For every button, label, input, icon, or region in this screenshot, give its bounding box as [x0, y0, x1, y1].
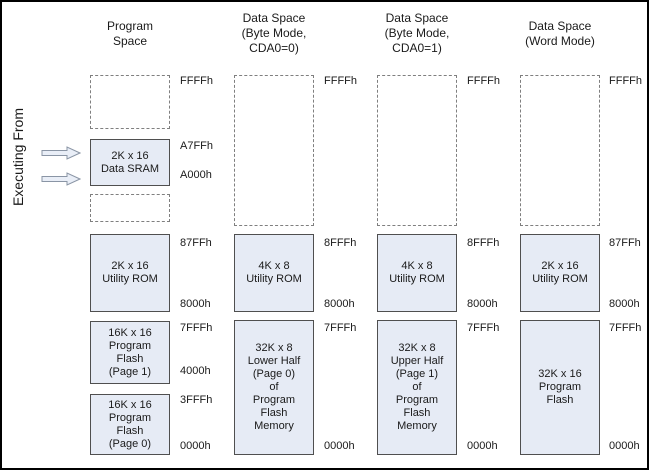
- address-label: FFFFh: [467, 75, 500, 87]
- address-label: 4000h: [180, 365, 211, 377]
- region-utility-rom-program-space: 2K x 16 Utility ROM: [90, 234, 170, 312]
- address-label: 8000h: [467, 298, 498, 310]
- region-utility-rom-word: 2K x 16 Utility ROM: [520, 234, 600, 312]
- address-label: 8FFFh: [467, 237, 500, 249]
- address-label: 8FFFh: [324, 237, 357, 249]
- address-label: 3FFFh: [180, 394, 213, 406]
- region-program-flash-page1: 16K x 16 Program Flash (Page 1): [90, 321, 170, 384]
- column-header-data-space-byte-cda0-0: Data Space (Byte Mode, CDA0=0): [241, 11, 307, 55]
- address-label: 87FFh: [609, 237, 641, 249]
- region-program-flash-word: 32K x 16 Program Flash: [520, 320, 600, 455]
- region-utility-rom-byte0: 4K x 8 Utility ROM: [234, 234, 314, 312]
- address-label: 8000h: [324, 298, 355, 310]
- address-label: A000h: [180, 169, 212, 181]
- address-label: 7FFFh: [180, 322, 213, 334]
- column-header-data-space-byte-cda0-1: Data Space (Byte Mode, CDA0=1): [384, 11, 450, 55]
- address-label: FFFFh: [609, 75, 642, 87]
- address-label: 7FFFh: [467, 322, 500, 334]
- address-label: 0000h: [609, 440, 640, 452]
- column-header-program-space: Program Space: [106, 19, 153, 48]
- region-data-sram: 2K x 16 Data SRAM: [90, 139, 170, 186]
- address-label: FFFFh: [180, 75, 213, 87]
- executing-from-arrow-icon: [41, 146, 81, 160]
- address-label: 8000h: [609, 298, 640, 310]
- region-utility-rom-byte1: 4K x 8 Utility ROM: [377, 234, 457, 312]
- address-label: 0000h: [467, 440, 498, 452]
- column-header-data-space-word: Data Space (Word Mode): [525, 19, 595, 48]
- region-reserved-mid-program-space: [90, 194, 170, 222]
- executing-from-arrow-icon: [41, 172, 81, 186]
- region-flash-lower-half-byte0: 32K x 8 Lower Half (Page 0) of Program F…: [234, 320, 314, 455]
- region-flash-upper-half-byte1: 32K x 8 Upper Half (Page 1) of Program F…: [377, 320, 457, 455]
- region-program-flash-page0: 16K x 16 Program Flash (Page 0): [90, 394, 170, 455]
- address-label: 87FFh: [180, 237, 212, 249]
- executing-from-label: Executing From: [10, 107, 26, 207]
- region-reserved-top-program-space: [90, 75, 170, 129]
- region-reserved-byte0: [234, 75, 314, 226]
- address-label: 0000h: [180, 440, 211, 452]
- address-label: 7FFFh: [324, 322, 357, 334]
- address-label: 7FFFh: [609, 322, 642, 334]
- address-label: 8000h: [180, 298, 211, 310]
- address-label: FFFFh: [324, 75, 357, 87]
- region-reserved-byte1: [377, 75, 457, 226]
- address-label: A7FFh: [180, 140, 214, 152]
- address-label: 0000h: [324, 440, 355, 452]
- region-reserved-word: [520, 75, 600, 226]
